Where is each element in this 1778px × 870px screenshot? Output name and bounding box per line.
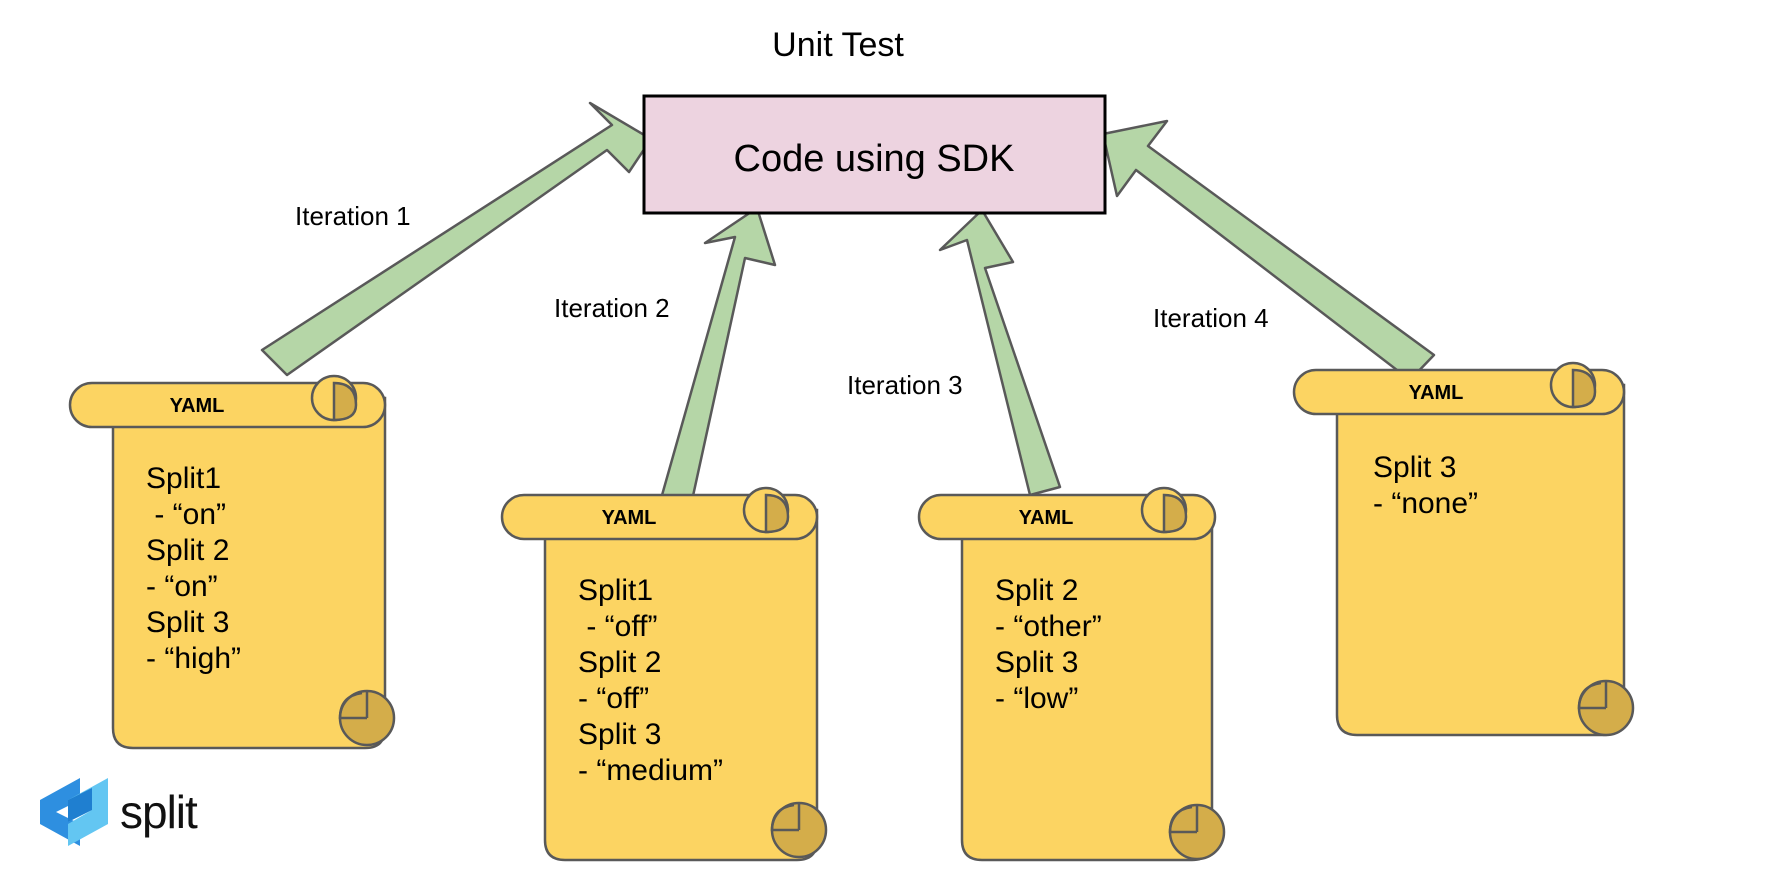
arrow-iteration-4 — [1101, 119, 1436, 382]
edge-label-iteration-2: Iteration 2 — [554, 293, 670, 323]
edge-label-iteration-3: Iteration 3 — [847, 370, 963, 400]
yaml-scroll-2[interactable]: YAML Split1 - “off” Split 2 - “off” Spli… — [500, 486, 828, 862]
yaml-scroll-3[interactable]: YAML Split 2 - “other” Split 3 - “low” — [917, 486, 1226, 862]
scroll-2-line-4: Split 3 — [578, 718, 661, 751]
scroll-1-line-5: - “high” — [146, 642, 241, 675]
scroll-2-line-1: - “off” — [578, 610, 657, 643]
scroll-3-line-0: Split 2 — [995, 574, 1078, 607]
scroll-2-line-0: Split1 — [578, 574, 653, 607]
arrow-iteration-3 — [938, 208, 1062, 497]
scroll-2-header: YAML — [602, 507, 657, 529]
scroll-2-line-2: Split 2 — [578, 646, 661, 679]
scroll-1-line-3: - “on” — [146, 570, 218, 603]
arrow-iteration-2 — [653, 206, 777, 530]
scroll-2-line-3: - “off” — [578, 682, 649, 715]
scroll-3-header: YAML — [1019, 507, 1074, 529]
yaml-scroll-1[interactable]: YAML Split1 - “on” Split 2 - “on” Split … — [68, 374, 396, 750]
scroll-1-line-0: Split1 — [146, 462, 221, 495]
split-logo-mark-icon — [40, 778, 108, 846]
scroll-1-line-2: Split 2 — [146, 534, 229, 567]
scroll-2-line-5: - “medium” — [578, 754, 723, 787]
split-logo: split — [40, 778, 199, 846]
scroll-4-line-1: - “none” — [1373, 487, 1478, 520]
diagram-title: Unit Test — [772, 26, 904, 64]
scroll-3-line-1: - “other” — [995, 610, 1102, 643]
arrow-iteration-1 — [260, 101, 653, 377]
edge-label-iteration-4: Iteration 4 — [1153, 303, 1269, 333]
code-using-sdk-label: Code using SDK — [734, 138, 1015, 180]
scroll-3-line-3: - “low” — [995, 682, 1078, 715]
scroll-1-header: YAML — [170, 395, 225, 417]
scroll-4-line-0: Split 3 — [1373, 451, 1456, 484]
split-logo-wordmark: split — [120, 786, 198, 838]
scroll-1-line-4: Split 3 — [146, 606, 229, 639]
scroll-1-line-1: - “on” — [146, 498, 226, 531]
edge-label-iteration-1: Iteration 1 — [295, 201, 411, 231]
scroll-3-line-2: Split 3 — [995, 646, 1078, 679]
code-using-sdk-box[interactable]: Code using SDK — [642, 94, 1107, 215]
scroll-4-header: YAML — [1409, 382, 1464, 404]
yaml-scroll-4[interactable]: YAML Split 3 - “none” — [1292, 361, 1635, 737]
